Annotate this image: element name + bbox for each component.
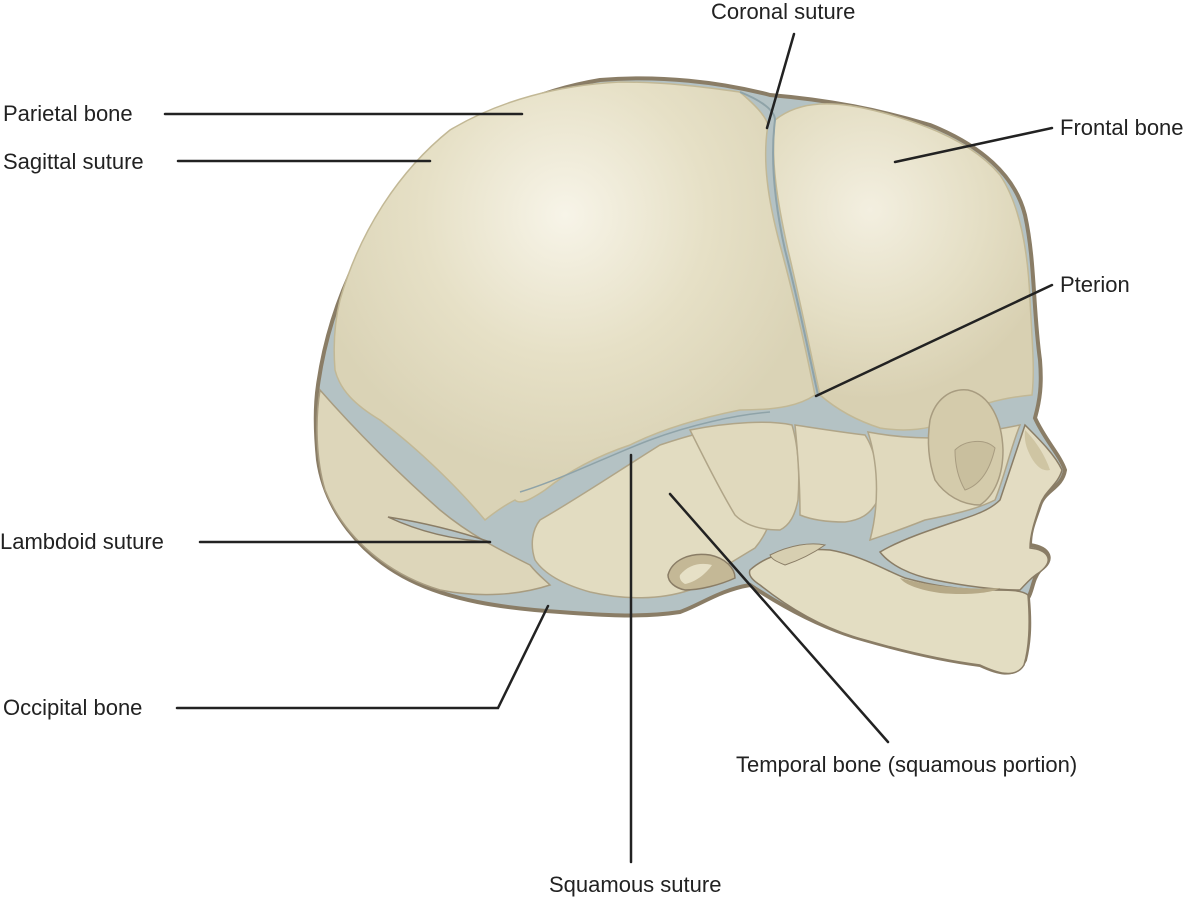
label-temporal-bone: Temporal bone (squamous portion) — [736, 752, 1078, 777]
ear-canal-inner — [679, 563, 712, 584]
leader-coronal-suture — [765, 32, 796, 130]
nasal-shadow — [1024, 430, 1050, 471]
leader-pterion — [814, 283, 1054, 398]
orbit-inner — [954, 441, 996, 491]
label-coronal-suture: Coronal suture — [711, 0, 856, 24]
leader-occipital-bone — [175, 604, 550, 710]
label-pterion: Pterion — [1060, 272, 1130, 297]
greater-wing-shape — [794, 424, 880, 523]
squamous-suture-line — [519, 411, 771, 493]
alveolar-gap — [900, 578, 1000, 595]
sphenoid-bone-shape — [688, 421, 800, 531]
frontal-bone-shape — [772, 103, 1035, 431]
label-sagittal-suture: Sagittal suture — [3, 149, 144, 174]
occipital-bone-shape — [316, 388, 552, 596]
label-parietal-bone: Parietal bone — [3, 101, 133, 126]
label-lambdoid-suture: Lambdoid suture — [0, 529, 164, 554]
parietal-bone-shape — [333, 81, 816, 522]
mandible-shape — [748, 548, 1030, 675]
label-squamous-suture: Squamous suture — [549, 872, 722, 897]
label-occipital-bone: Occipital bone — [3, 695, 143, 720]
label-frontal-bone: Frontal bone — [1060, 115, 1184, 140]
mandible-notch — [769, 543, 827, 566]
leader-temporal-bone — [668, 492, 890, 744]
leader-frontal-bone — [893, 126, 1054, 164]
maxilla-shape — [878, 423, 1063, 591]
